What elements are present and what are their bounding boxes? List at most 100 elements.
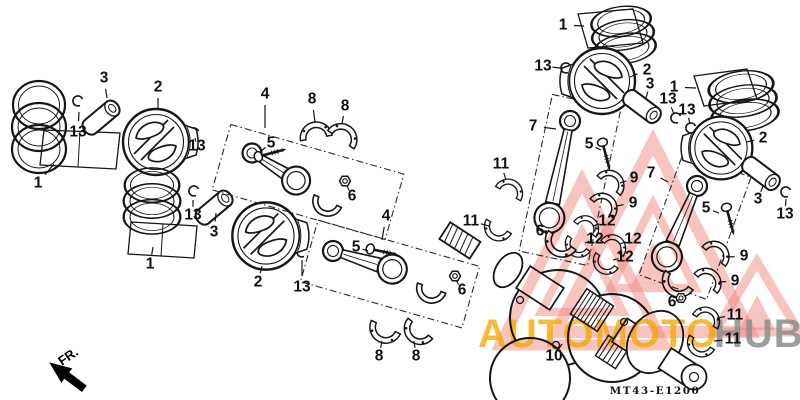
part-label-6: 6 bbox=[668, 294, 677, 311]
part-label-11: 11 bbox=[493, 156, 510, 173]
leader-line bbox=[341, 115, 344, 125]
leader-line bbox=[619, 180, 627, 184]
part-label-11: 11 bbox=[727, 307, 744, 324]
connecting-rod-group-b bbox=[299, 219, 481, 352]
main-bearing-shell bbox=[478, 218, 513, 247]
part-label-5: 5 bbox=[585, 136, 594, 153]
part-label-5: 5 bbox=[702, 200, 711, 217]
part-label-8: 8 bbox=[308, 91, 317, 108]
piston bbox=[121, 107, 200, 177]
connecting-rod-group-a bbox=[211, 116, 405, 241]
pin-circlip bbox=[780, 186, 792, 198]
part-label-9: 9 bbox=[629, 195, 638, 212]
piston bbox=[679, 115, 754, 181]
rod-bearing-shell bbox=[326, 116, 364, 150]
leader-line bbox=[629, 73, 638, 78]
leader-line bbox=[312, 109, 316, 123]
leader-line bbox=[712, 210, 720, 214]
watermark: AUTOMOTO HUB bbox=[478, 128, 800, 356]
leader-line bbox=[573, 24, 585, 27]
watermark-text-automoto: AUTOMOTO bbox=[478, 312, 718, 356]
part-label-6: 6 bbox=[348, 188, 357, 205]
leader-line bbox=[105, 88, 108, 99]
crank-flange bbox=[492, 251, 524, 289]
leader-line bbox=[413, 340, 416, 348]
fr-direction-marker: FR. bbox=[49, 344, 87, 393]
leader-line bbox=[151, 246, 154, 255]
part-label-7: 7 bbox=[647, 165, 656, 182]
part-label-9: 9 bbox=[740, 248, 749, 265]
leader-line bbox=[784, 198, 787, 206]
part-label-6: 6 bbox=[458, 282, 467, 299]
leader-line bbox=[552, 66, 561, 69]
part-label-1: 1 bbox=[670, 79, 679, 96]
diagram-code: MT43-E1200 bbox=[610, 385, 701, 397]
leader-line bbox=[259, 265, 263, 274]
leader-line bbox=[670, 107, 675, 115]
part-label-13: 13 bbox=[184, 207, 202, 224]
part-label-1: 1 bbox=[146, 256, 155, 273]
leader-line bbox=[346, 185, 350, 191]
part-label-3: 3 bbox=[100, 70, 109, 87]
fr-arrow-icon bbox=[49, 362, 87, 393]
rod-nut bbox=[448, 270, 462, 282]
part-label-13: 13 bbox=[678, 102, 696, 119]
part-label-8: 8 bbox=[375, 348, 384, 365]
part-label-10: 10 bbox=[545, 348, 562, 365]
leader-line bbox=[688, 117, 691, 125]
piston-pin bbox=[738, 153, 784, 194]
leader-line bbox=[543, 126, 557, 130]
rod-nut bbox=[338, 175, 352, 187]
part-label-9: 9 bbox=[630, 170, 639, 187]
part-label-2: 2 bbox=[643, 62, 652, 79]
part-label-6: 6 bbox=[536, 223, 545, 240]
part-label-11: 11 bbox=[725, 331, 742, 348]
crank-splined-end bbox=[438, 221, 482, 260]
rod-bearing-shell bbox=[297, 118, 333, 142]
leader-line bbox=[77, 111, 80, 122]
leader-line bbox=[713, 339, 723, 342]
piston-assembly-a bbox=[10, 79, 200, 177]
part-label-4: 4 bbox=[261, 86, 270, 103]
part-label-12: 12 bbox=[598, 213, 615, 230]
rod-kit-outline bbox=[211, 123, 405, 241]
part-label-12: 12 bbox=[586, 231, 603, 248]
leader-line bbox=[260, 146, 266, 152]
leader-line bbox=[480, 223, 490, 227]
automotohub-logo-triangles bbox=[491, 128, 800, 351]
rod-cap bbox=[312, 193, 343, 217]
crank-end-face bbox=[680, 363, 708, 391]
part-label-5: 5 bbox=[267, 135, 276, 152]
ring-backing-panel bbox=[127, 221, 198, 259]
piston bbox=[231, 201, 311, 271]
main-bearing-shell bbox=[494, 173, 529, 202]
leader-line bbox=[615, 204, 624, 207]
part-label-13: 13 bbox=[659, 91, 677, 108]
part-label-11: 11 bbox=[463, 213, 480, 230]
rod-bolt bbox=[595, 135, 617, 173]
leader-line bbox=[595, 146, 602, 151]
part-label-3: 3 bbox=[210, 224, 219, 241]
part-label-5: 5 bbox=[352, 239, 361, 256]
leader-line bbox=[194, 137, 197, 142]
leader-line bbox=[381, 226, 385, 241]
leader-line bbox=[380, 340, 383, 348]
rod-cap bbox=[415, 281, 447, 304]
part-label-2: 2 bbox=[759, 130, 768, 147]
connecting-rod-group-c bbox=[518, 93, 631, 267]
part-label-13: 13 bbox=[293, 279, 311, 296]
pin-circlip bbox=[188, 185, 200, 197]
part-label-1: 1 bbox=[34, 175, 43, 192]
part-label-2: 2 bbox=[154, 79, 163, 96]
leader-line bbox=[716, 316, 726, 319]
leader-line bbox=[684, 86, 697, 89]
watermark-text-hub: HUB bbox=[714, 312, 800, 356]
part-label-9: 9 bbox=[731, 273, 740, 290]
leader-line bbox=[619, 241, 627, 245]
leader-line bbox=[557, 343, 563, 350]
leader-line bbox=[362, 248, 369, 252]
part-label-13: 13 bbox=[188, 138, 206, 155]
part-label-3: 3 bbox=[646, 76, 655, 93]
